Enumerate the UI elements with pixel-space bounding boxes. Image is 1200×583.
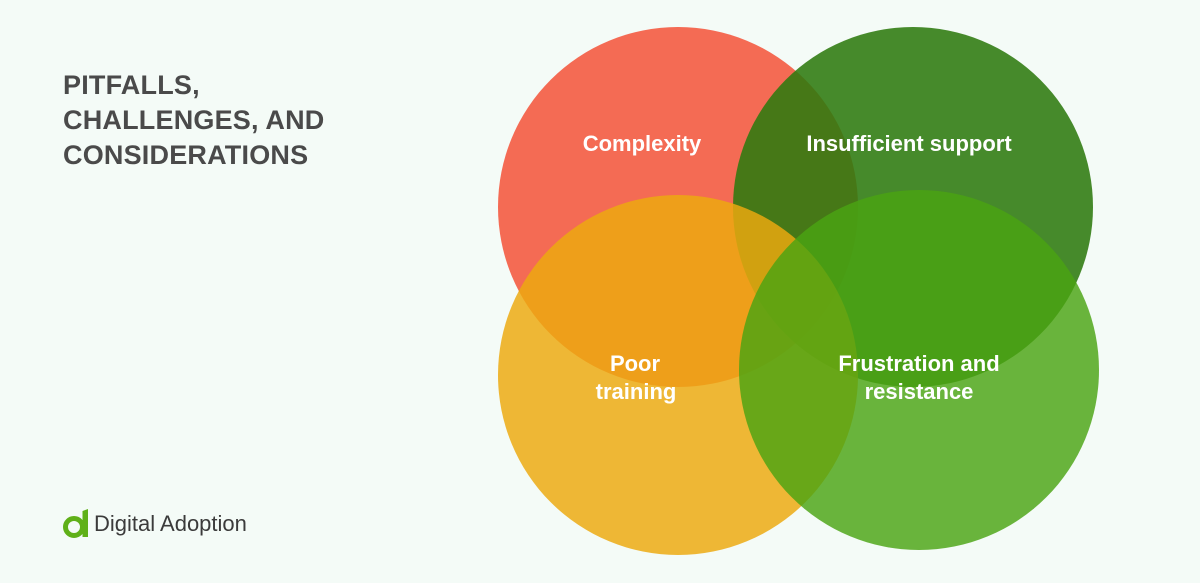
brand-logo: Digital Adoption: [62, 504, 247, 544]
title-line-1: PITFALLS,: [63, 70, 200, 100]
label-insufficient-support: Insufficient support: [806, 131, 1012, 156]
label-frustration-line-2: resistance: [865, 379, 974, 404]
title-line-3: CONSIDERATIONS: [63, 140, 309, 170]
logo-text: Digital Adoption: [94, 511, 247, 536]
digital-adoption-logo-icon: [63, 509, 88, 538]
label-poor-training-line-2: training: [596, 379, 677, 404]
label-poor-training-line-1: Poor: [610, 351, 661, 376]
title-line-2: CHALLENGES, AND: [63, 105, 325, 135]
circle-frustration-and-resistance: [739, 190, 1099, 550]
page-title: PITFALLS, CHALLENGES, AND CONSIDERATIONS: [63, 68, 325, 173]
label-complexity: Complexity: [583, 131, 702, 156]
label-frustration-line-1: Frustration and: [838, 351, 999, 376]
